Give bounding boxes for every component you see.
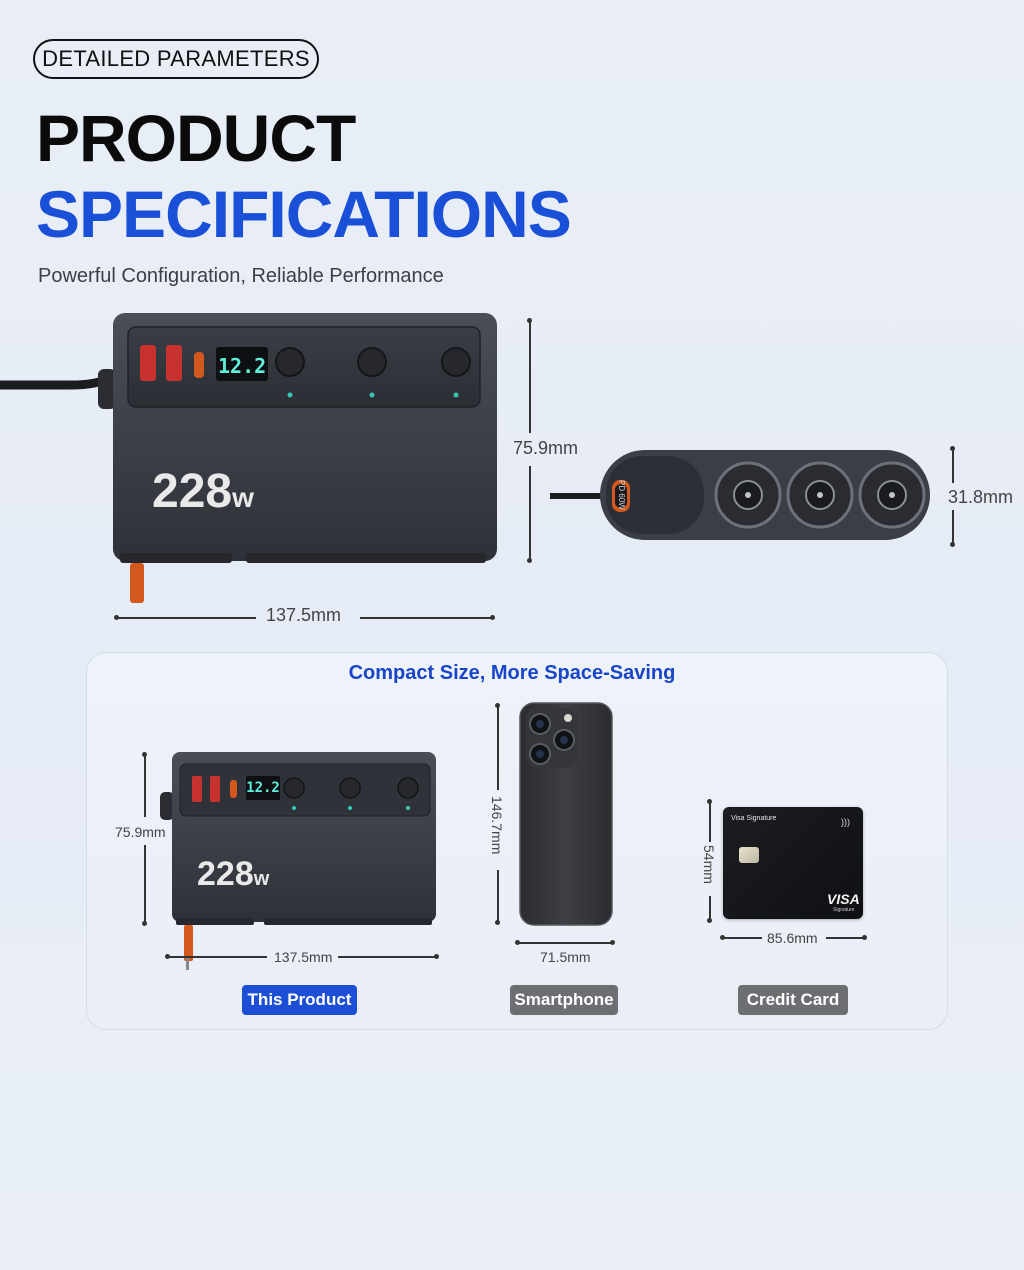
dim-marker: [950, 542, 955, 547]
card-brand: VISA: [827, 891, 860, 907]
dim-line: [360, 617, 493, 619]
this-product-badge: This Product: [242, 985, 357, 1015]
dim-line: [952, 510, 954, 544]
phone-width-dimension: 71.5mm: [540, 949, 591, 965]
product-side-image: [550, 450, 930, 540]
card-height-dimension: 54mm: [701, 845, 717, 884]
comparison-product-image: [160, 752, 436, 970]
dim-marker: [515, 940, 520, 945]
dim-line: [709, 896, 711, 920]
dim-marker: [720, 935, 725, 940]
dim-marker: [434, 954, 439, 959]
dim-line: [529, 321, 531, 433]
dim-marker: [495, 920, 500, 925]
credit-card-image: Visa Signature ))) VISA Signature: [723, 807, 863, 919]
phone-height-dimension: 146.7mm: [489, 796, 505, 855]
contactless-icon: ))): [841, 817, 850, 827]
dim-marker: [707, 799, 712, 804]
dim-marker: [165, 954, 170, 959]
dim-line: [338, 956, 436, 958]
smartphone-badge: Smartphone: [510, 985, 618, 1015]
dim-line: [519, 942, 611, 944]
dim-marker: [490, 615, 495, 620]
dim-marker: [527, 318, 532, 323]
product-display-value: 12.2: [218, 354, 267, 378]
dim-line: [144, 755, 146, 817]
page-title-line2: SPECIFICATIONS: [36, 177, 572, 251]
dim-line: [724, 937, 762, 939]
dim-marker: [950, 446, 955, 451]
page-title-line1: PRODUCT: [36, 101, 356, 175]
dim-line: [497, 870, 499, 922]
dim-marker: [527, 558, 532, 563]
comparison-product-height: 75.9mm: [115, 824, 166, 840]
dim-marker: [610, 940, 615, 945]
dim-line: [497, 706, 499, 790]
dim-line: [952, 449, 954, 483]
comparison-product-width: 137.5mm: [274, 949, 333, 965]
card-chip: [739, 847, 759, 863]
card-brand-sub: Signature: [833, 907, 855, 913]
card-width-dimension: 85.6mm: [767, 930, 818, 946]
width-dimension: 137.5mm: [266, 605, 342, 625]
dim-marker: [495, 703, 500, 708]
dim-line: [169, 956, 267, 958]
depth-dimension: 31.8mm: [948, 487, 1014, 507]
credit-card-badge: Credit Card: [738, 985, 848, 1015]
dim-line: [709, 802, 711, 842]
port-label: PD 60W: [617, 480, 626, 510]
dim-line: [826, 937, 864, 939]
power-value: 228: [152, 465, 233, 518]
dim-marker: [142, 921, 147, 926]
dim-line: [529, 466, 531, 560]
section-tag: DETAILED PARAMETERS: [33, 39, 319, 79]
comparison-title: Compact Size, More Space-Saving: [348, 662, 676, 684]
product-power-label: 228w: [152, 464, 254, 519]
dim-marker: [707, 918, 712, 923]
power-unit: w: [232, 482, 254, 513]
page-subtitle: Powerful Configuration, Reliable Perform…: [38, 265, 444, 287]
comparison-display-value: 12.2: [246, 780, 280, 796]
comparison-power-unit: w: [253, 868, 270, 890]
dim-marker: [862, 935, 867, 940]
card-brand-small: Visa Signature: [731, 815, 777, 822]
dim-line: [144, 845, 146, 923]
dim-marker: [114, 615, 119, 620]
comparison-power-label: 228w: [197, 855, 269, 894]
dim-marker: [142, 752, 147, 757]
comparison-power-value: 228: [197, 855, 254, 893]
product-front-image: [0, 313, 497, 603]
dim-line: [118, 617, 256, 619]
smartphone-image: [519, 702, 613, 926]
height-dimension: 75.9mm: [513, 438, 579, 458]
